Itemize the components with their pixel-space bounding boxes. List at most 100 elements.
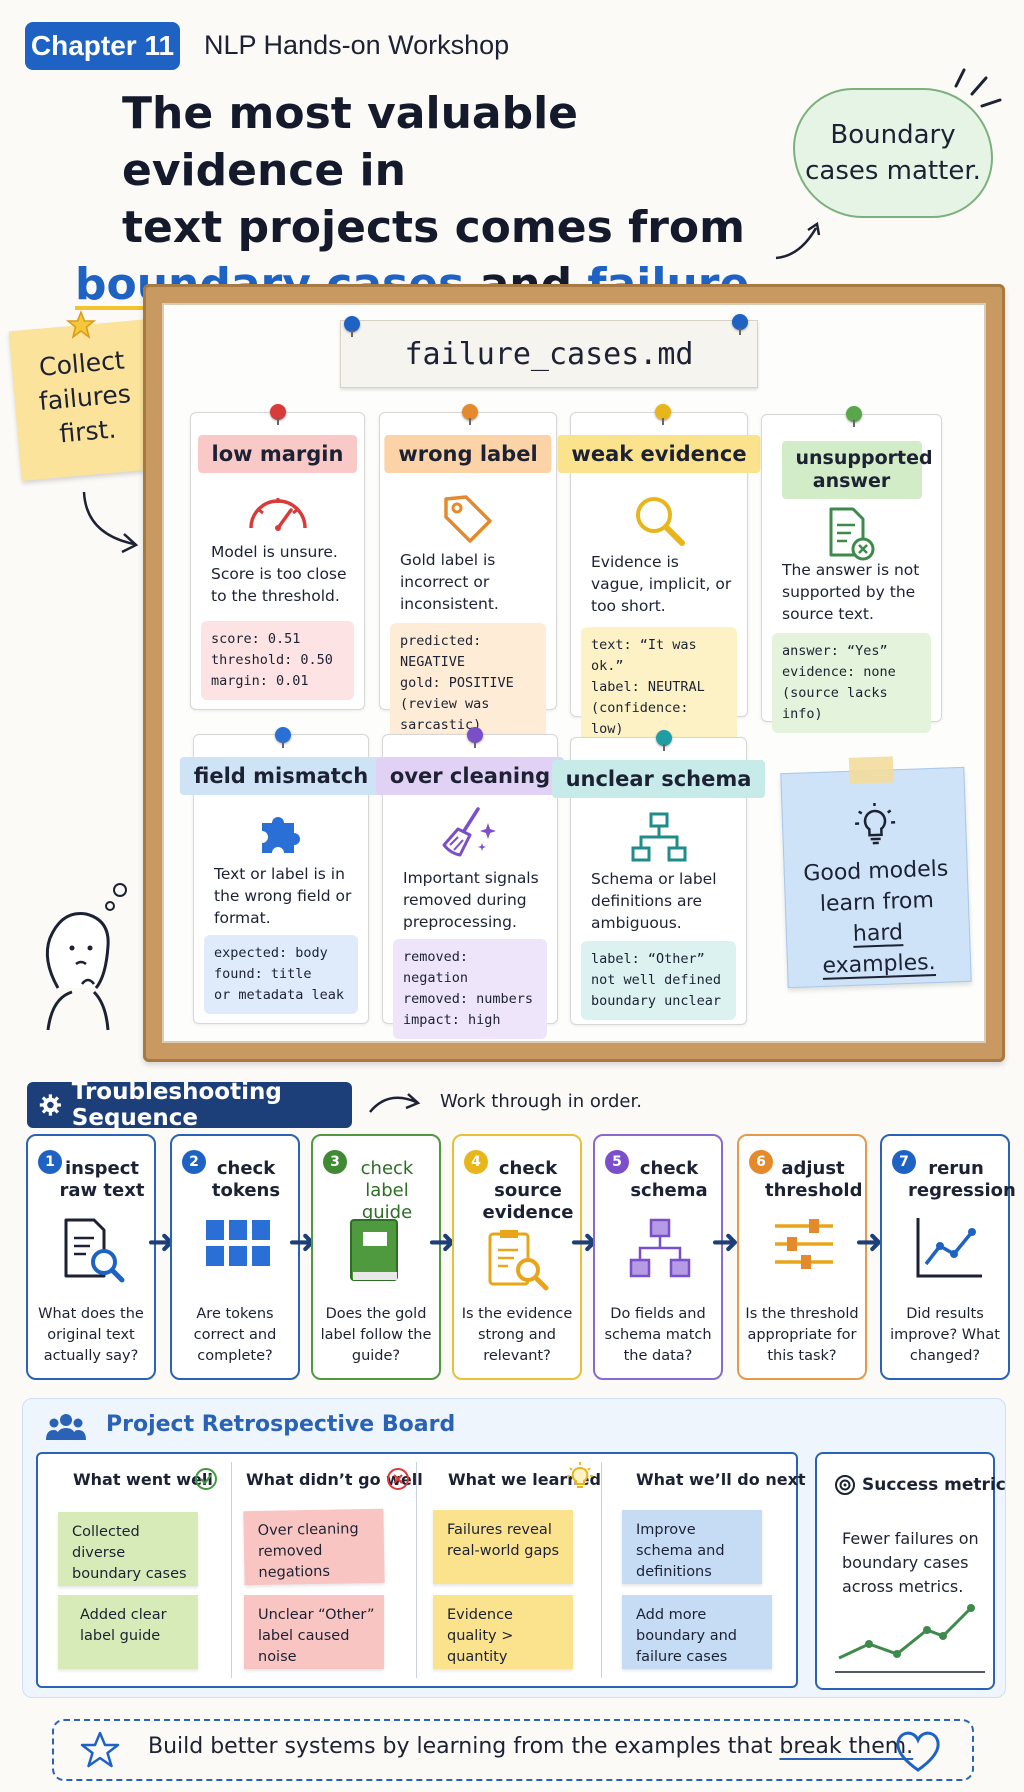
document-x-icon [829,507,874,561]
card-tag: field mismatch [179,757,383,795]
card-example: label: “Other” not well defined boundary… [581,941,736,1020]
pin-icon [344,316,360,337]
card-example: text: “It was ok.” label: NEUTRAL (confi… [581,627,737,748]
success-metric-box [815,1452,995,1690]
file-title: failure_cases.md [340,320,758,388]
step-title: check tokens [211,1158,281,1201]
success-metric-title: Success metric [862,1475,1006,1495]
retro-note: Added clear label guide [58,1595,198,1669]
lightbulb-icon [855,802,896,845]
card-tag: wrong label [384,435,552,473]
document-search-icon [64,1218,125,1283]
code-line: expected: body [214,945,328,961]
column-header-didnt-go-well: What didn’t go well [246,1470,423,1489]
card-tag: weak evidence [557,435,761,473]
gauge-icon [248,498,307,531]
spark-lines-icon [954,68,1002,108]
code-line: gold: POSITIVE [400,675,514,691]
collect-failures-note: Collect failures first. [8,319,162,481]
code-line: removed: negation [403,949,469,986]
step-number: 1 [38,1150,62,1174]
heart-icon [896,1731,940,1772]
card-tag: unsupported answer [781,441,933,499]
tape [848,756,894,784]
code-line: or metadata leak [214,987,345,1003]
team-icon [46,1414,86,1440]
retro-note: Improve schema and definitions [622,1510,762,1584]
card-description: Text or label is in the wrong field or f… [214,865,352,927]
sliders-icon [775,1219,833,1269]
column-divider [601,1462,602,1678]
check-circle-icon [195,1468,217,1490]
footer-message: Build better systems by learning from th… [148,1734,913,1759]
book-icon [350,1219,398,1281]
failure-card-unclear-schema: unclear schema Schema or label definitio… [551,737,766,1025]
success-metric-text: Fewer failures on boundary cases across … [842,1529,979,1596]
column-divider [416,1462,417,1678]
code-line: removed: numbers [403,991,534,1007]
column-divider [231,1462,232,1678]
step-number: 6 [749,1150,773,1174]
failure-card-low-margin: low margin Model is unsure. Score is too… [190,412,365,710]
pin-icon [655,404,671,425]
line-chart-icon [916,1218,982,1278]
step-title: check label guide [360,1158,414,1223]
card-description: Model is unsure. Score is too close to t… [211,543,347,605]
step-number: 3 [323,1150,347,1174]
card-example: score: 0.51 threshold: 0.50 margin: 0.01 [201,621,354,700]
grid-icon [206,1220,270,1266]
broom-icon [442,807,496,857]
card-description: Important signals removed during preproc… [403,869,539,931]
x-circle-icon [387,1468,409,1490]
star-icon [80,1731,120,1768]
step-number: 5 [605,1150,629,1174]
workshop-label: NLP Hands-on Workshop [204,30,510,60]
code-line: not well defined [591,972,722,988]
tag-icon [444,495,492,543]
step-question: Does the gold label follow the guide? [320,1306,432,1364]
hierarchy-icon [629,1218,691,1278]
pin-icon [732,314,748,335]
card-description: Schema or label definitions are ambiguou… [591,870,717,932]
headline-line2: text projects comes from [122,202,746,253]
retro-note: Unclear “Other” label caused noise [244,1595,384,1669]
pin-icon [462,404,478,425]
magnifier-icon [636,497,685,546]
card-description: Gold label is incorrect or inconsistent. [400,551,499,613]
chapter-badge: Chapter 11 [25,22,180,70]
arrow-right-icon: ➜ [855,1222,884,1262]
trend-chart-icon [835,1604,985,1673]
pin-icon [467,727,483,748]
code-line: label: “Other” [591,951,705,967]
code-line: answer: “Yes” [782,643,888,659]
card-tag: unclear schema [551,760,766,798]
card-example: expected: body found: title or metadata … [204,935,358,1014]
pin-icon [656,730,672,751]
sticky-note: Good models learn from hard examples. [780,756,972,989]
troubleshooting-title: Troubleshooting Sequence [71,1079,282,1131]
step-title: check schema [630,1158,708,1201]
clipboard-search-icon [488,1230,549,1291]
retro-note: Evidence quality > quantity [433,1595,573,1669]
code-line: evidence: none [782,664,896,680]
curved-arrow-icon [369,1093,421,1113]
sticky-line1: Good models [802,856,949,887]
curved-arrow-icon [82,491,139,554]
curved-arrow-icon [775,221,821,260]
step-adjust-threshold: 6 adjust threshold Is the threshold appr… [737,1134,867,1380]
code-line: found: title [214,966,312,982]
arrow-right-icon: ➜ [711,1222,740,1262]
step-number: 4 [464,1150,488,1174]
code-line: predicted: NEGATIVE [400,633,482,670]
pin-icon [270,404,286,425]
failure-card-weak-evidence: weak evidence Evidence is vague, implici… [557,412,761,748]
step-check-label-guide: 3 check label guide Does the gold label … [311,1134,441,1380]
footer-text: Build better systems by learning from th… [148,1734,780,1759]
headline-line1: The most valuable evidence in [122,88,579,196]
code-line: threshold: 0.50 [211,652,333,668]
code-line: text: “It was ok.” [591,637,697,674]
card-example: predicted: NEGATIVE gold: POSITIVE (revi… [390,623,546,744]
failure-card-wrong-label: wrong label Gold label is incorrect or i… [379,412,557,744]
code-line: margin: 0.01 [211,673,309,689]
code-line: score: 0.51 [211,631,301,647]
